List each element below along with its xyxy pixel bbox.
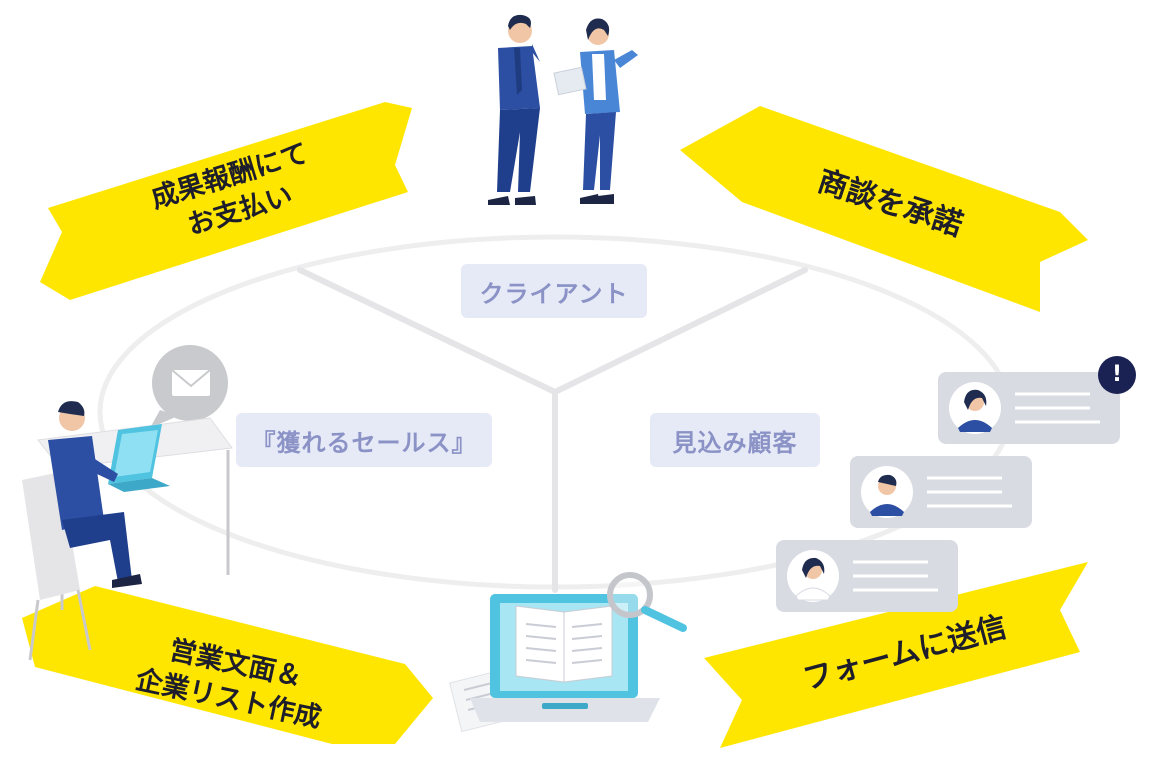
prospect-card-2 (850, 456, 1032, 528)
banner-create (22, 586, 433, 744)
alert-badge (1098, 356, 1136, 394)
banner-send (704, 562, 1088, 748)
client-people-illustration (488, 14, 638, 205)
salesperson-illustration (22, 345, 233, 661)
alert-icon: ! (1111, 362, 1123, 387)
prospect-label: 見込み顧客 (650, 413, 820, 467)
banner-payment (40, 102, 412, 300)
y-divider (297, 267, 808, 593)
laptop-book-illustration (449, 572, 687, 733)
prospect-card-1 (938, 372, 1120, 444)
banner-approve (680, 106, 1088, 312)
client-label: クライアント (461, 264, 647, 318)
prospect-card-3 (776, 540, 958, 612)
sales-label: 『獲れるセールス』 (236, 413, 492, 467)
